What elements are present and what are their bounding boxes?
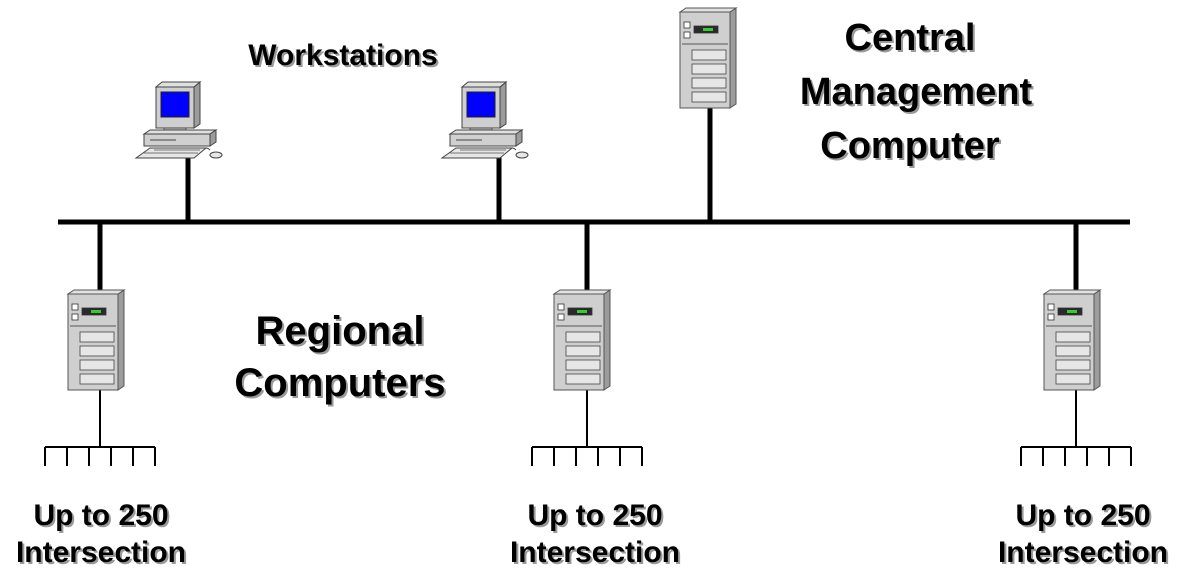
intersection-fanout-3 [1020,390,1132,466]
svg-text:Workstations: Workstations [250,41,439,74]
tower-server-icon [1043,289,1101,391]
svg-text:Intersection: Intersection [18,538,188,569]
svg-text:Intersection: Intersection [16,536,186,569]
svg-text:Intersection: Intersection [510,536,680,569]
svg-text:Central: Central [845,17,976,59]
svg-text:Management: Management [800,71,1033,113]
intersection-fanout-2 [531,390,643,466]
svg-text:Computers: Computers [234,361,445,405]
intersection-label-3: Up to 250 Up to 250 Intersection Interse… [998,499,1170,569]
svg-text:Regional: Regional [256,309,425,353]
svg-text:Regional: Regional [258,311,427,355]
central-computer-label: Central Central Management Management Co… [800,17,1035,169]
network-lines [58,105,1130,292]
svg-text:Intersection: Intersection [1000,538,1170,569]
intersection-label-2: Up to 250 Up to 250 Intersection Interse… [510,499,682,569]
svg-text:Intersection: Intersection [998,536,1168,569]
intersection-fanout-1 [44,390,156,466]
tower-server-icon [679,7,737,109]
svg-text:Up to 250: Up to 250 [35,501,170,534]
workstations-label: Workstations Workstations [248,39,439,74]
svg-text:Computer: Computer [822,127,1002,169]
svg-text:Up to 250: Up to 250 [33,499,168,532]
regional-computers-label: Regional Regional Computers Computers [234,309,447,407]
svg-text:Up to 250: Up to 250 [1017,501,1152,534]
svg-text:Computers: Computers [236,363,447,407]
svg-text:Workstations: Workstations [248,39,437,72]
tower-server-icon [67,289,125,391]
svg-text:Up to 250: Up to 250 [1015,499,1150,532]
workstation-computer-icon [135,81,223,159]
workstation-computer-icon [441,81,529,159]
svg-text:Central: Central [847,19,978,61]
svg-text:Intersection: Intersection [512,538,682,569]
svg-text:Computer: Computer [820,125,1000,167]
svg-text:Management: Management [802,73,1035,115]
tower-server-icon [553,289,611,391]
intersection-label-1: Up to 250 Up to 250 Intersection Interse… [16,499,188,569]
svg-text:Up to 250: Up to 250 [529,501,664,534]
svg-text:Up to 250: Up to 250 [527,499,662,532]
